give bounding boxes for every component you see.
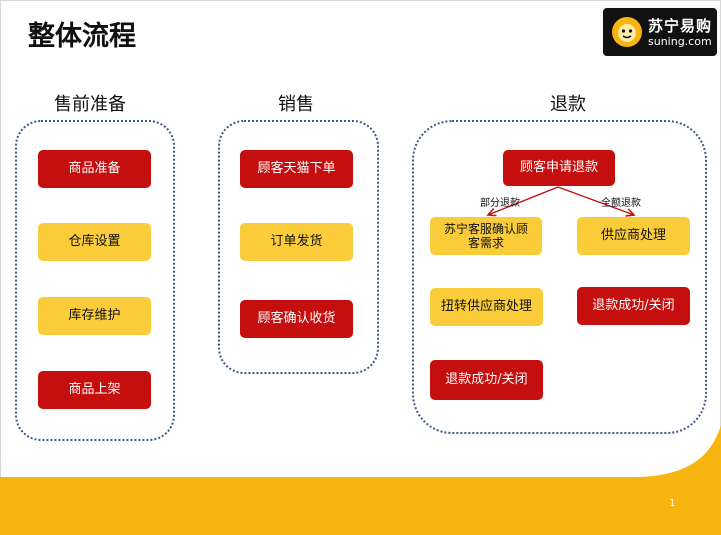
presale-group <box>15 120 175 441</box>
sales-group <box>218 120 379 374</box>
suning-logo: 苏宁易购 suning.com <box>603 8 717 56</box>
step-inventory-maintain: 库存维护 <box>38 297 151 335</box>
refund-success-left: 退款成功/关闭 <box>430 360 543 400</box>
bottom-yellow-band <box>0 425 721 535</box>
refund-request: 顾客申请退款 <box>503 150 615 186</box>
step-product-prep: 商品准备 <box>38 150 151 188</box>
step-confirm-receipt: 顾客确认收货 <box>240 300 353 338</box>
page-number: 1 <box>669 498 676 509</box>
full-refund-label: 全额退款 <box>601 198 641 209</box>
refund-cs-confirm: 苏宁客服确认顾客需求 <box>430 217 542 255</box>
partial-refund-label: 部分退款 <box>480 198 520 209</box>
logo-text-cn: 苏宁易购 <box>648 17 713 35</box>
step-warehouse-setup: 仓库设置 <box>38 223 151 261</box>
partial-refund-arrow <box>488 186 559 215</box>
refund-supplier-process: 供应商处理 <box>577 217 690 255</box>
refund-title: 退款 <box>550 94 586 115</box>
logo-text-en: suning.com <box>648 35 712 48</box>
full-refund-arrow <box>557 186 634 215</box>
refund-group <box>412 120 707 434</box>
refund-success-right: 退款成功/关闭 <box>577 287 690 325</box>
step-order-ship: 订单发货 <box>240 223 353 261</box>
step-tmall-order: 顾客天猫下单 <box>240 150 353 188</box>
step-product-listing: 商品上架 <box>38 371 151 409</box>
presale-title: 售前准备 <box>54 94 126 115</box>
page-title: 整体流程 <box>28 21 136 52</box>
sales-title: 销售 <box>278 94 314 115</box>
refund-transfer-supplier: 扭转供应商处理 <box>430 288 543 326</box>
lion-logo-icon <box>612 17 642 47</box>
